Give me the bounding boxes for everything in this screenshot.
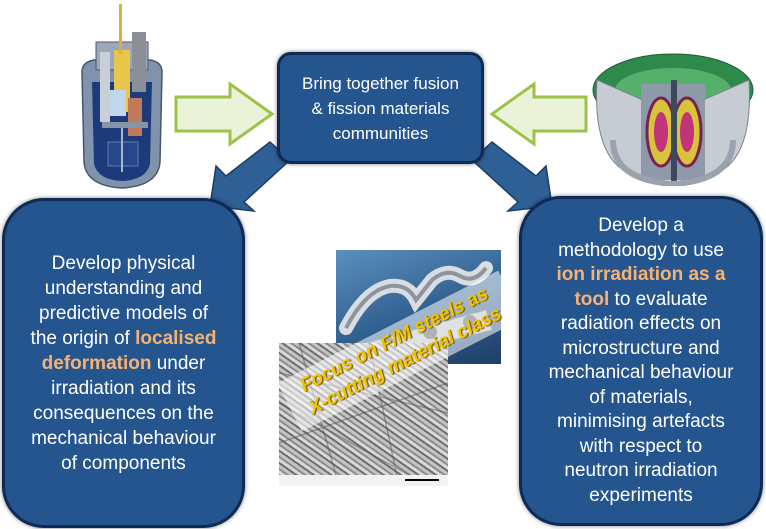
left-line-3: predictive models of [39,302,208,324]
fission-reactor-image [74,2,170,190]
left-line-4-text: the origin of [30,327,136,349]
right-line-4-text: to evaluate [609,288,708,310]
left-line-4: the origin of localised [31,326,217,351]
right-line-7: mechanical behaviour [548,362,734,383]
right-highlight-tool: tool [574,288,610,310]
right-line-12: experiments [589,484,693,506]
right-line-4: tool to evaluate [549,288,734,313]
localised-deformation-box: Develop physical understanding and predi… [2,198,245,528]
left-line-2: understanding and [44,277,203,299]
left-line-8: mechanical behaviour [31,427,216,449]
right-line-9: minimising artefacts [557,411,725,432]
left-green-arrow [174,81,275,147]
left-highlight-deformation: deformation [41,352,152,374]
communities-line-1: Bring together fusion [302,73,459,93]
communities-line-2: & fission materials [311,98,450,118]
left-line-6: irradiation and its [51,377,196,399]
left-line-7: consequences on the [33,402,214,424]
right-line-5: radiation effects on [560,313,722,334]
right-line-11: neutron irradiation [564,460,718,481]
ion-irradiation-box: Develop a methodology to use ion irradia… [519,196,763,526]
left-highlight-localised: localised [135,327,217,349]
right-highlight-ion-irradiation: ion irradiation as a [556,264,726,285]
right-line-10: with respect to [579,435,703,457]
right-line-8: of materials, [589,386,693,408]
communities-line-3: communities [332,123,429,143]
left-line-1: Develop physical [51,252,196,274]
left-line-9: of components [61,452,186,474]
right-line-1: Develop a [598,215,684,236]
left-line-5-text: under [151,352,206,374]
communities-box: Bring together fusion & fission material… [277,52,484,164]
right-line-2: methodology to use [558,239,724,261]
left-line-5: deformation under [31,351,217,376]
fusion-tokamak-image [583,40,763,186]
right-green-arrow [489,81,588,147]
right-line-6: microstructure and [562,337,720,359]
